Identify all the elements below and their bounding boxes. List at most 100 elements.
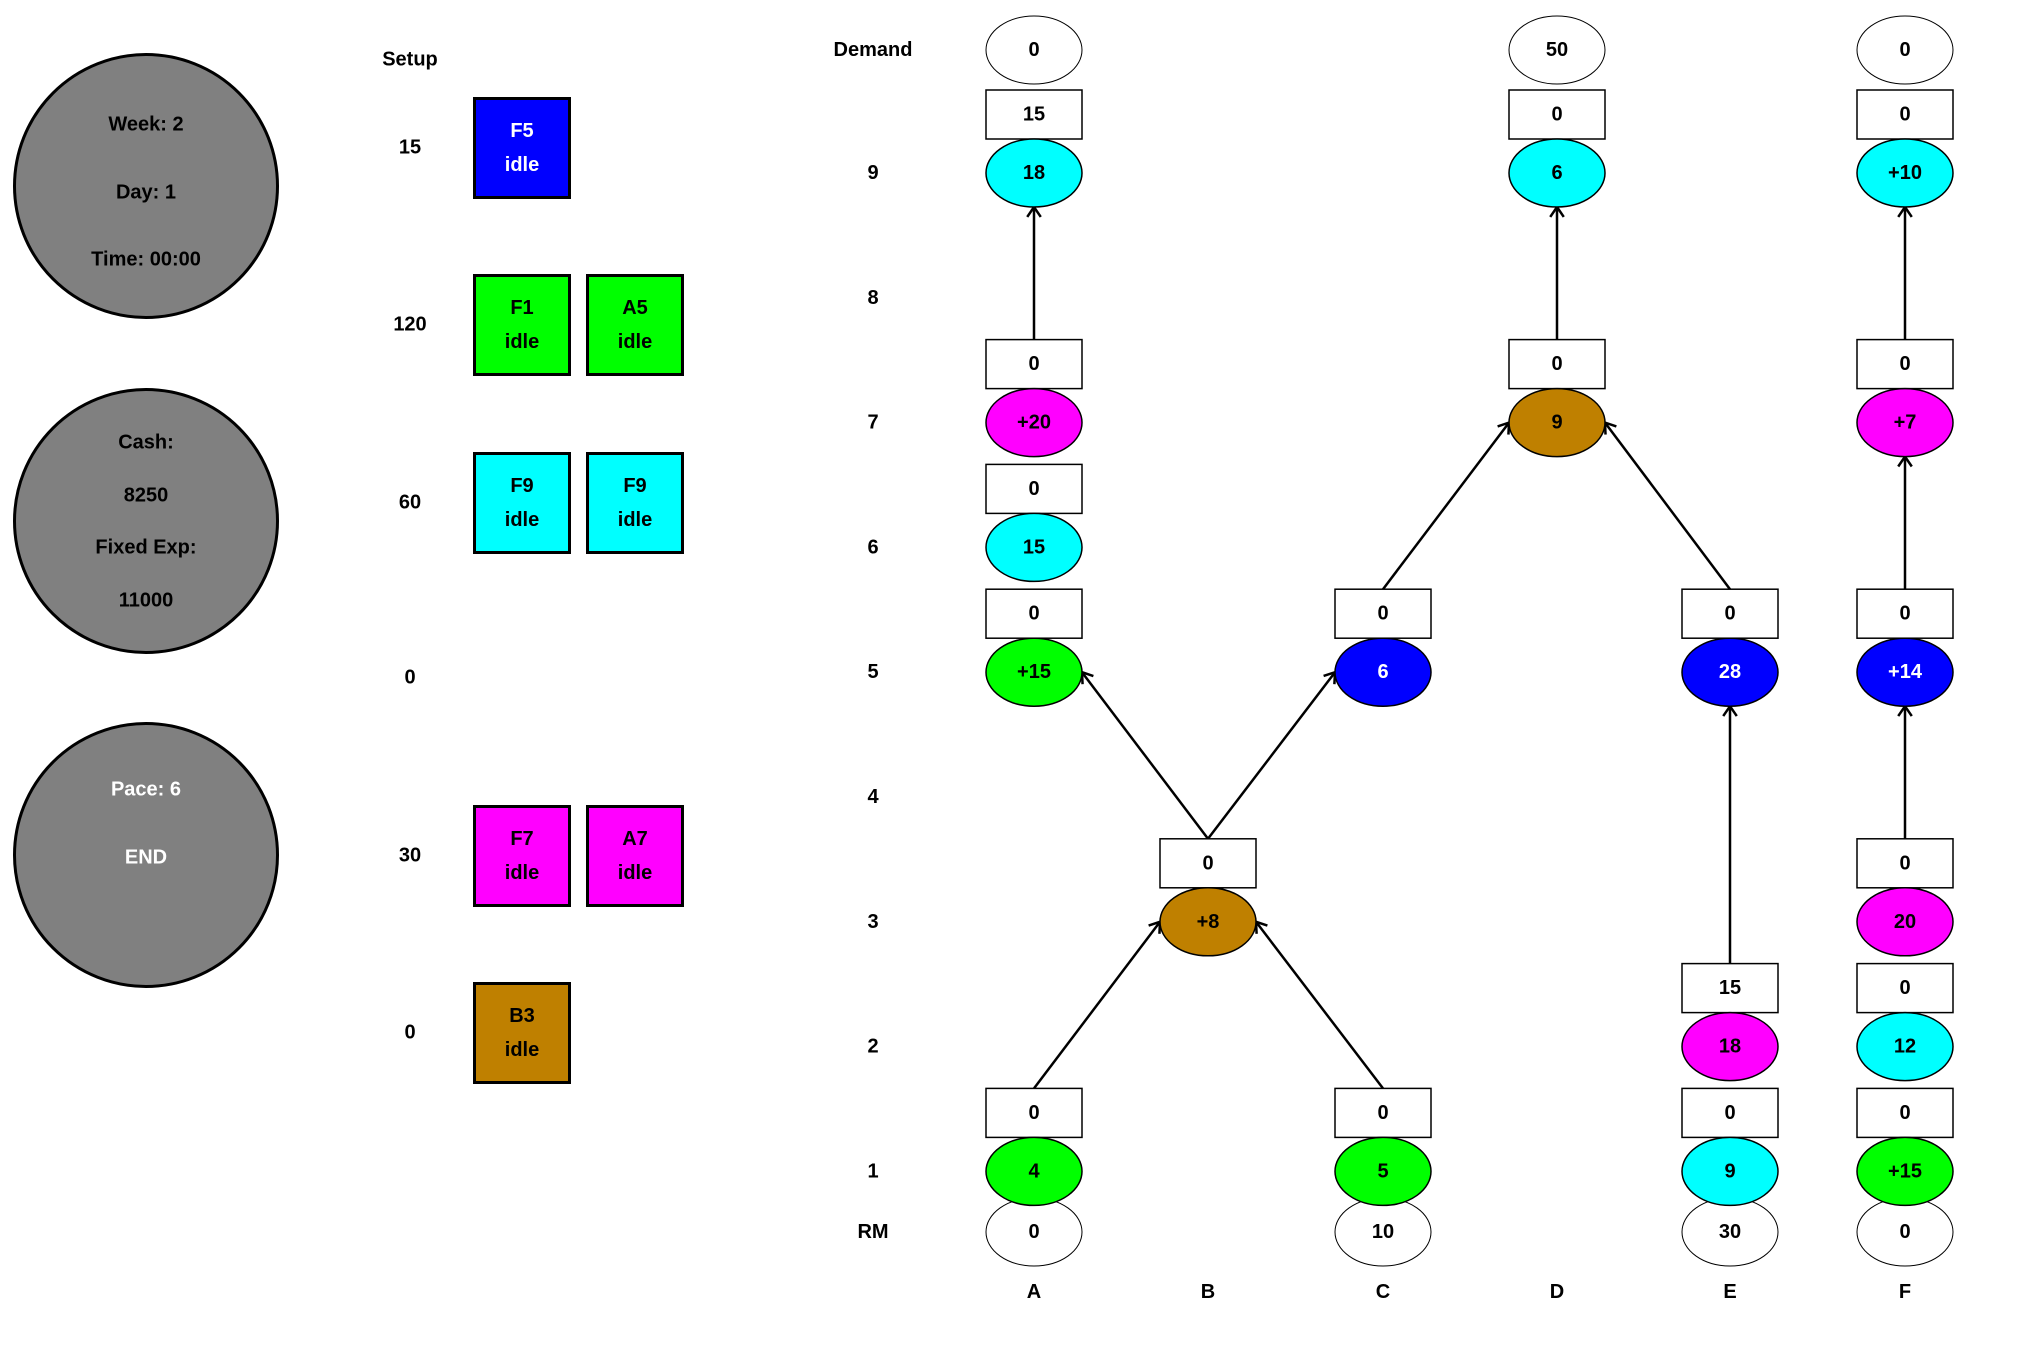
queue-box[interactable]	[1508, 89, 1606, 140]
process-ellipse[interactable]	[1856, 1136, 1954, 1207]
process-ellipse[interactable]	[985, 138, 1083, 208]
edge-a1-b3	[1033, 920, 1162, 1090]
process-ellipse[interactable]	[1159, 887, 1257, 957]
pace-label[interactable]: Pace: 6	[110, 778, 182, 801]
queue-box[interactable]	[985, 463, 1083, 515]
process-node-c1[interactable]: 05	[1334, 1087, 1432, 1207]
row-label: 7	[867, 412, 878, 434]
edge-line	[1604, 421, 1731, 590]
process-ellipse[interactable]	[1508, 138, 1606, 208]
demand-node-f[interactable]: 0	[1856, 15, 1954, 85]
process-ellipse[interactable]	[1856, 387, 1954, 458]
queue-box[interactable]	[985, 588, 1083, 639]
setup-time-label: 15	[398, 136, 422, 159]
process-node-f1[interactable]: 0+15	[1856, 1087, 1954, 1207]
raw-material-node-f[interactable]: 0	[1856, 1197, 1954, 1267]
raw-material-node-e[interactable]: 30	[1681, 1197, 1779, 1267]
queue-box[interactable]	[1508, 338, 1606, 390]
raw-material-value: 0	[1028, 1221, 1039, 1243]
queue-box[interactable]	[1334, 1087, 1432, 1139]
process-ellipse[interactable]	[985, 637, 1083, 707]
process-value: +14	[1888, 661, 1923, 683]
process-ellipse[interactable]	[1681, 637, 1779, 707]
process-ellipse[interactable]	[985, 387, 1083, 458]
column-label: B	[1201, 1281, 1215, 1303]
column-label: C	[1376, 1281, 1390, 1303]
machine-name: F9	[623, 475, 647, 497]
queue-box[interactable]	[1159, 838, 1257, 889]
queue-value: 0	[1028, 478, 1039, 500]
process-node-a1[interactable]: 04	[985, 1087, 1083, 1207]
edges-layer	[1026, 204, 1913, 1090]
row-label: 2	[867, 1036, 878, 1058]
edge-line	[1081, 671, 1209, 840]
queue-box[interactable]	[985, 89, 1083, 140]
process-node-f2[interactable]: 012	[1856, 962, 1954, 1082]
process-node-a7[interactable]: 0+20	[985, 338, 1083, 458]
process-value: +10	[1888, 162, 1922, 184]
process-node-f7[interactable]: 0+7	[1856, 338, 1954, 458]
queue-value: 0	[1028, 1102, 1039, 1124]
process-ellipse[interactable]	[1334, 637, 1432, 707]
process-ellipse[interactable]	[1856, 637, 1954, 707]
setup-time-label: 0	[404, 1021, 416, 1044]
queue-value: 15	[1023, 104, 1045, 126]
pace-control-circle[interactable]: Pace: 6 END	[13, 722, 279, 988]
demand-ellipse[interactable]	[1508, 15, 1606, 85]
process-ellipse[interactable]	[1334, 1136, 1432, 1207]
raw-material-node-a[interactable]: 0	[985, 1197, 1083, 1267]
process-ellipse[interactable]	[1681, 1011, 1779, 1082]
process-node-f5[interactable]: 0+14	[1856, 588, 1954, 707]
demand-ellipse[interactable]	[1856, 15, 1954, 85]
process-node-b3[interactable]: 0+8	[1159, 838, 1257, 957]
queue-box[interactable]	[1856, 338, 1954, 390]
queue-box[interactable]	[1856, 588, 1954, 639]
raw-material-value: 0	[1899, 1221, 1910, 1243]
process-ellipse[interactable]	[985, 512, 1083, 583]
queue-box[interactable]	[985, 338, 1083, 390]
process-ellipse[interactable]	[1856, 1011, 1954, 1082]
demand-value: 0	[1028, 39, 1039, 61]
process-node-d9[interactable]: 06	[1508, 89, 1606, 208]
edge-b3-c5	[1207, 670, 1337, 840]
demand-node-d[interactable]: 50	[1508, 15, 1606, 85]
queue-box[interactable]	[1856, 89, 1954, 140]
machine-name: A7	[622, 828, 648, 850]
process-node-e5[interactable]: 028	[1681, 588, 1779, 707]
machine-state: idle	[504, 1039, 540, 1061]
queue-box[interactable]	[1681, 1087, 1779, 1139]
process-node-a5[interactable]: 0+15	[985, 588, 1083, 707]
process-ellipse[interactable]	[1856, 887, 1954, 957]
process-node-d7[interactable]: 09	[1508, 338, 1606, 458]
queue-box[interactable]	[1856, 838, 1954, 889]
process-node-f9[interactable]: 0+10	[1856, 89, 1954, 208]
raw-material-node-c[interactable]: 10	[1334, 1197, 1432, 1267]
end-button[interactable]: END	[124, 846, 168, 869]
process-node-c5[interactable]: 06	[1334, 588, 1432, 707]
process-ellipse[interactable]	[985, 1136, 1083, 1207]
row-label: 3	[867, 911, 878, 933]
demand-node-a[interactable]: 0	[985, 15, 1083, 85]
process-node-f3[interactable]: 020	[1856, 838, 1954, 957]
process-ellipse[interactable]	[1508, 387, 1606, 458]
process-ellipse[interactable]	[1681, 1136, 1779, 1207]
process-node-e1[interactable]: 09	[1681, 1087, 1779, 1207]
process-ellipse[interactable]	[1856, 138, 1954, 208]
queue-box[interactable]	[1856, 962, 1954, 1014]
queue-box[interactable]	[1681, 962, 1779, 1014]
demand-ellipse[interactable]	[985, 15, 1083, 85]
queue-value: 0	[1899, 1102, 1910, 1124]
edge-f5-f7	[1897, 454, 1913, 590]
process-node-a6[interactable]: 015	[985, 463, 1083, 583]
